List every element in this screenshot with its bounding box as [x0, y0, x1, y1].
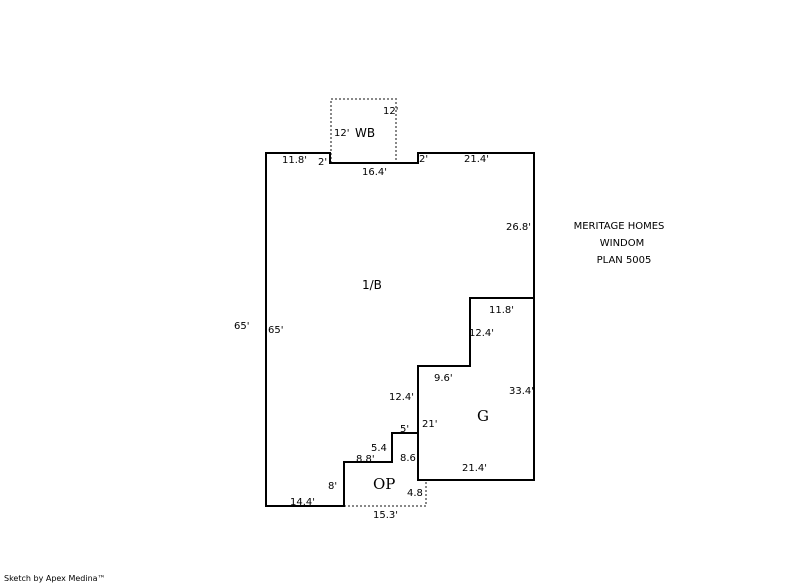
dim-g-left: 21': [422, 419, 437, 430]
area-bay-label: WB: [355, 126, 375, 140]
dim-op-left: 8': [328, 481, 337, 492]
dim-step5: 5.4: [371, 443, 387, 454]
dim-step3: 12.4': [389, 392, 414, 403]
dim-op-side: 4.8: [407, 488, 423, 499]
note-line-3: PLAN 5005: [597, 255, 652, 266]
dim-wb-side: 12': [334, 128, 349, 139]
porch-outline: [344, 480, 427, 507]
dim-g-top: 11.8': [489, 305, 514, 316]
area-garage-label: G: [477, 407, 489, 425]
dim-g-step2: 9.6': [434, 373, 453, 384]
area-porch-label: OP: [373, 475, 395, 493]
dim-left-inner: 65': [268, 325, 283, 336]
dim-top-left: 11.8': [282, 155, 307, 166]
dim-g-right: 33.4': [509, 386, 534, 397]
note-line-2: WINDOM: [600, 238, 645, 249]
garage-outline: [417, 298, 535, 481]
dim-notch-left: 2': [318, 157, 327, 168]
dim-op-bottom: 15.3': [373, 510, 398, 521]
dim-right-upper: 26.8': [506, 222, 531, 233]
dim-g-step1: 12.4': [469, 328, 494, 339]
note-line-1: MERITAGE HOMES: [574, 221, 665, 232]
credit-text: Sketch by Apex Medina™: [4, 574, 106, 583]
dim-notch-bottom: 16.4': [362, 167, 387, 178]
dim-wb-top: 12': [383, 106, 398, 117]
dim-left-outer: 65': [234, 321, 249, 332]
main-outline: [265, 152, 535, 507]
dim-bottom-left: 14.4': [290, 497, 315, 508]
dim-top-right: 21.4': [464, 154, 489, 165]
dim-op-right: 8.6: [400, 453, 416, 464]
dim-step6: 8.8': [356, 454, 375, 465]
bay-outline: [330, 98, 397, 163]
dim-step4: 5': [400, 424, 409, 435]
dim-notch-right: 2': [419, 154, 428, 165]
area-main-label: 1/B: [362, 278, 382, 292]
dim-g-bottom: 21.4': [462, 463, 487, 474]
